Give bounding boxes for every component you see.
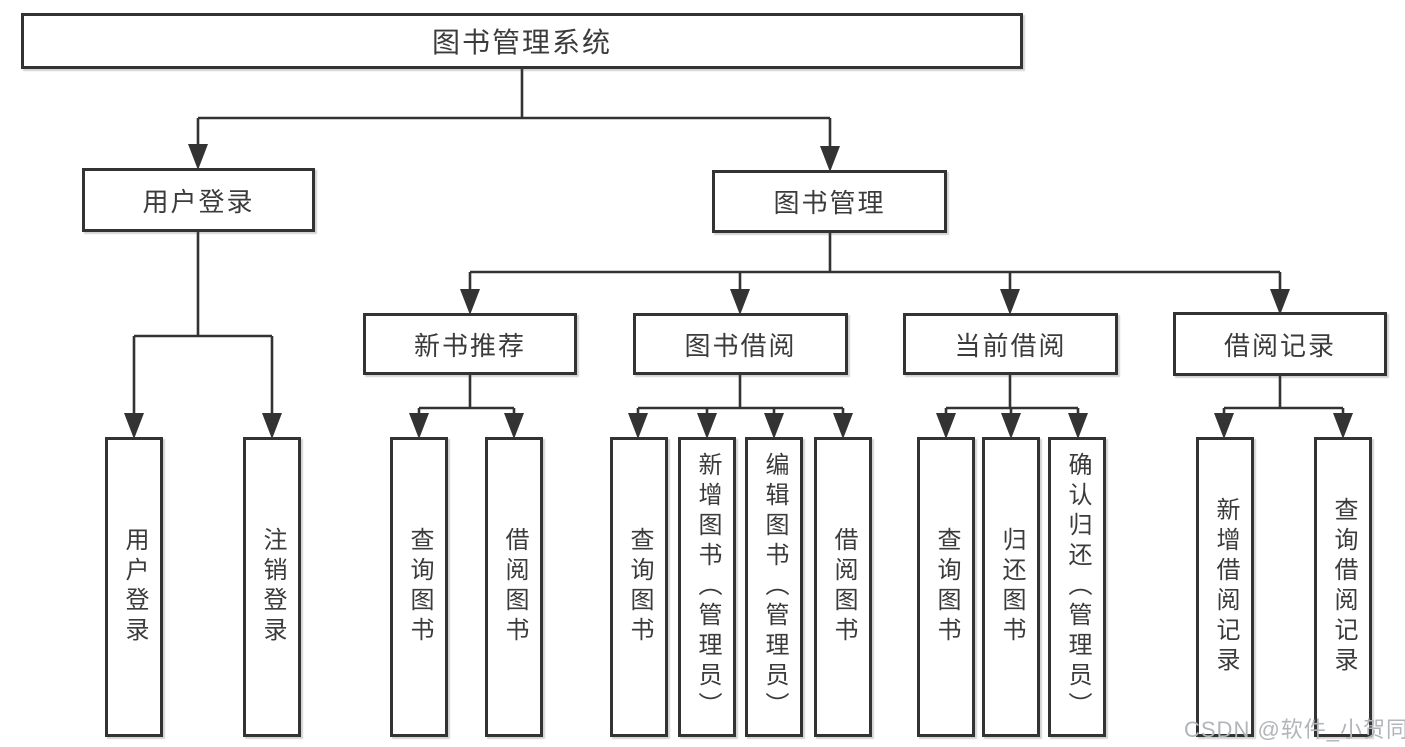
node-new-book-recommendation: 新书推荐 (363, 313, 577, 375)
leaf-query-books-borrowing: 查询图书 (610, 437, 668, 737)
node-user-login: 用户登录 (82, 168, 315, 232)
node-book-management: 图书管理 (712, 170, 947, 233)
leaf-confirm-return-admin: 确认归还（管理员） (1048, 437, 1106, 737)
leaf-add-books-admin: 新增图书（管理员） (678, 437, 736, 737)
csdn-watermark: CSDN @软件_小贺同学 (1184, 717, 1405, 742)
node-current-borrowing: 当前借阅 (903, 313, 1118, 375)
leaf-add-borrow-record: 新增借阅记录 (1196, 437, 1254, 737)
leaf-borrow-books-recommend: 借阅图书 (485, 437, 543, 737)
leaf-return-books: 归还图书 (982, 437, 1040, 737)
node-library-management-system: 图书管理系统 (21, 13, 1023, 69)
leaf-query-books-recommend: 查询图书 (390, 437, 448, 737)
leaf-user-login: 用户登录 (105, 437, 163, 737)
node-book-borrowing: 图书借阅 (633, 313, 848, 375)
tree-connectors (124, 69, 1353, 439)
leaf-edit-books-admin: 编辑图书（管理员） (745, 437, 803, 737)
leaf-borrow-books-borrowing: 借阅图书 (814, 437, 872, 737)
leaf-logout: 注销登录 (243, 437, 301, 737)
node-borrowing-records: 借阅记录 (1173, 312, 1387, 376)
leaf-query-borrow-record: 查询借阅记录 (1314, 437, 1372, 737)
leaf-query-books-current: 查询图书 (917, 437, 975, 737)
